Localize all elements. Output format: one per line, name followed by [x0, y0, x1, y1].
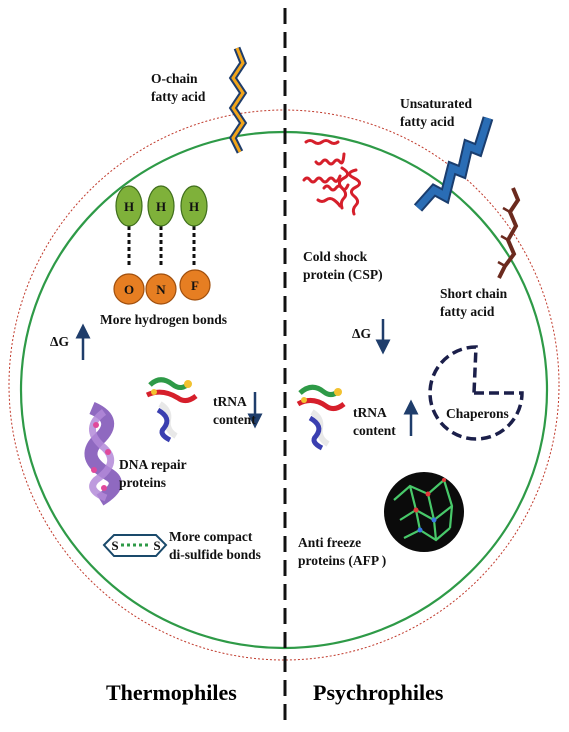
afp-label-line1: Anti freeze — [298, 535, 362, 550]
dna-repair-label-line2: proteins — [119, 475, 167, 490]
psychro-trna-label-line2: content — [353, 423, 396, 438]
h-atom-label: H — [124, 199, 134, 214]
disulfide-label-line2: di-sulfide bonds — [169, 547, 261, 562]
outer-cell-boundary — [8, 109, 560, 661]
csp-label-line1: Cold shock — [303, 249, 368, 264]
h-atom-label: H — [189, 199, 199, 214]
acceptor-atom-label: O — [124, 282, 134, 297]
afp-label-line2: proteins (AFP ) — [298, 553, 387, 568]
h-atom-label: H — [156, 199, 166, 214]
disulfide-bond-icon: S S — [102, 534, 168, 557]
dna-repair-protein-icon — [84, 402, 122, 506]
sulfur-atom-label: S — [153, 538, 160, 553]
h-atom — [180, 185, 208, 227]
o-chain-fatty-acid-icon — [228, 46, 248, 154]
unsaturated-label-line1: Unsaturated — [400, 96, 473, 111]
cold-shock-protein-icon — [302, 139, 361, 216]
acceptor-atom — [113, 273, 145, 305]
thermo-delta-g-label: ΔG — [50, 334, 69, 349]
dna-repair-label-line1: DNA repair — [119, 457, 187, 472]
csp-label-line2: protein (CSP) — [303, 267, 383, 282]
o-chain-label-line1: O-chain — [151, 71, 198, 86]
h-atom — [115, 185, 143, 227]
h-atom — [147, 185, 175, 227]
chaperons-label: Chaperons — [446, 406, 509, 421]
disulfide-label-line1: More compact — [169, 529, 253, 544]
acceptor-atom — [179, 269, 211, 301]
short-chain-label-line1: Short chain — [440, 286, 508, 301]
unsaturated-label-line2: fatty acid — [400, 114, 455, 129]
psychrophiles-title: Psychrophiles — [313, 680, 444, 705]
hydrogen-bond-group: H H H O N F — [113, 185, 211, 305]
o-chain-label-line2: fatty acid — [151, 89, 206, 104]
acceptor-atom-label: N — [156, 282, 166, 297]
anti-freeze-protein-icon — [384, 472, 464, 552]
trna-icon — [145, 377, 198, 443]
thermo-trna-label-line2: content — [213, 412, 256, 427]
hydrogen-bonds-label: More hydrogen bonds — [100, 312, 228, 327]
chaperon-icon — [428, 345, 524, 441]
short-chain-fatty-acid-icon — [497, 187, 521, 279]
psychro-delta-g-label: ΔG — [352, 326, 371, 341]
short-chain-label-line2: fatty acid — [440, 304, 495, 319]
acceptor-atom-label: F — [191, 278, 199, 293]
thermophiles-title: Thermophiles — [106, 680, 237, 705]
trna-icon — [296, 384, 346, 451]
unsaturated-fatty-acid-icon — [413, 116, 494, 212]
psychro-trna-label-line1: tRNA — [353, 405, 387, 420]
thermo-trna-label-line1: tRNA — [213, 394, 247, 409]
acceptor-atom — [145, 273, 177, 305]
sulfur-atom-label: S — [111, 538, 118, 553]
